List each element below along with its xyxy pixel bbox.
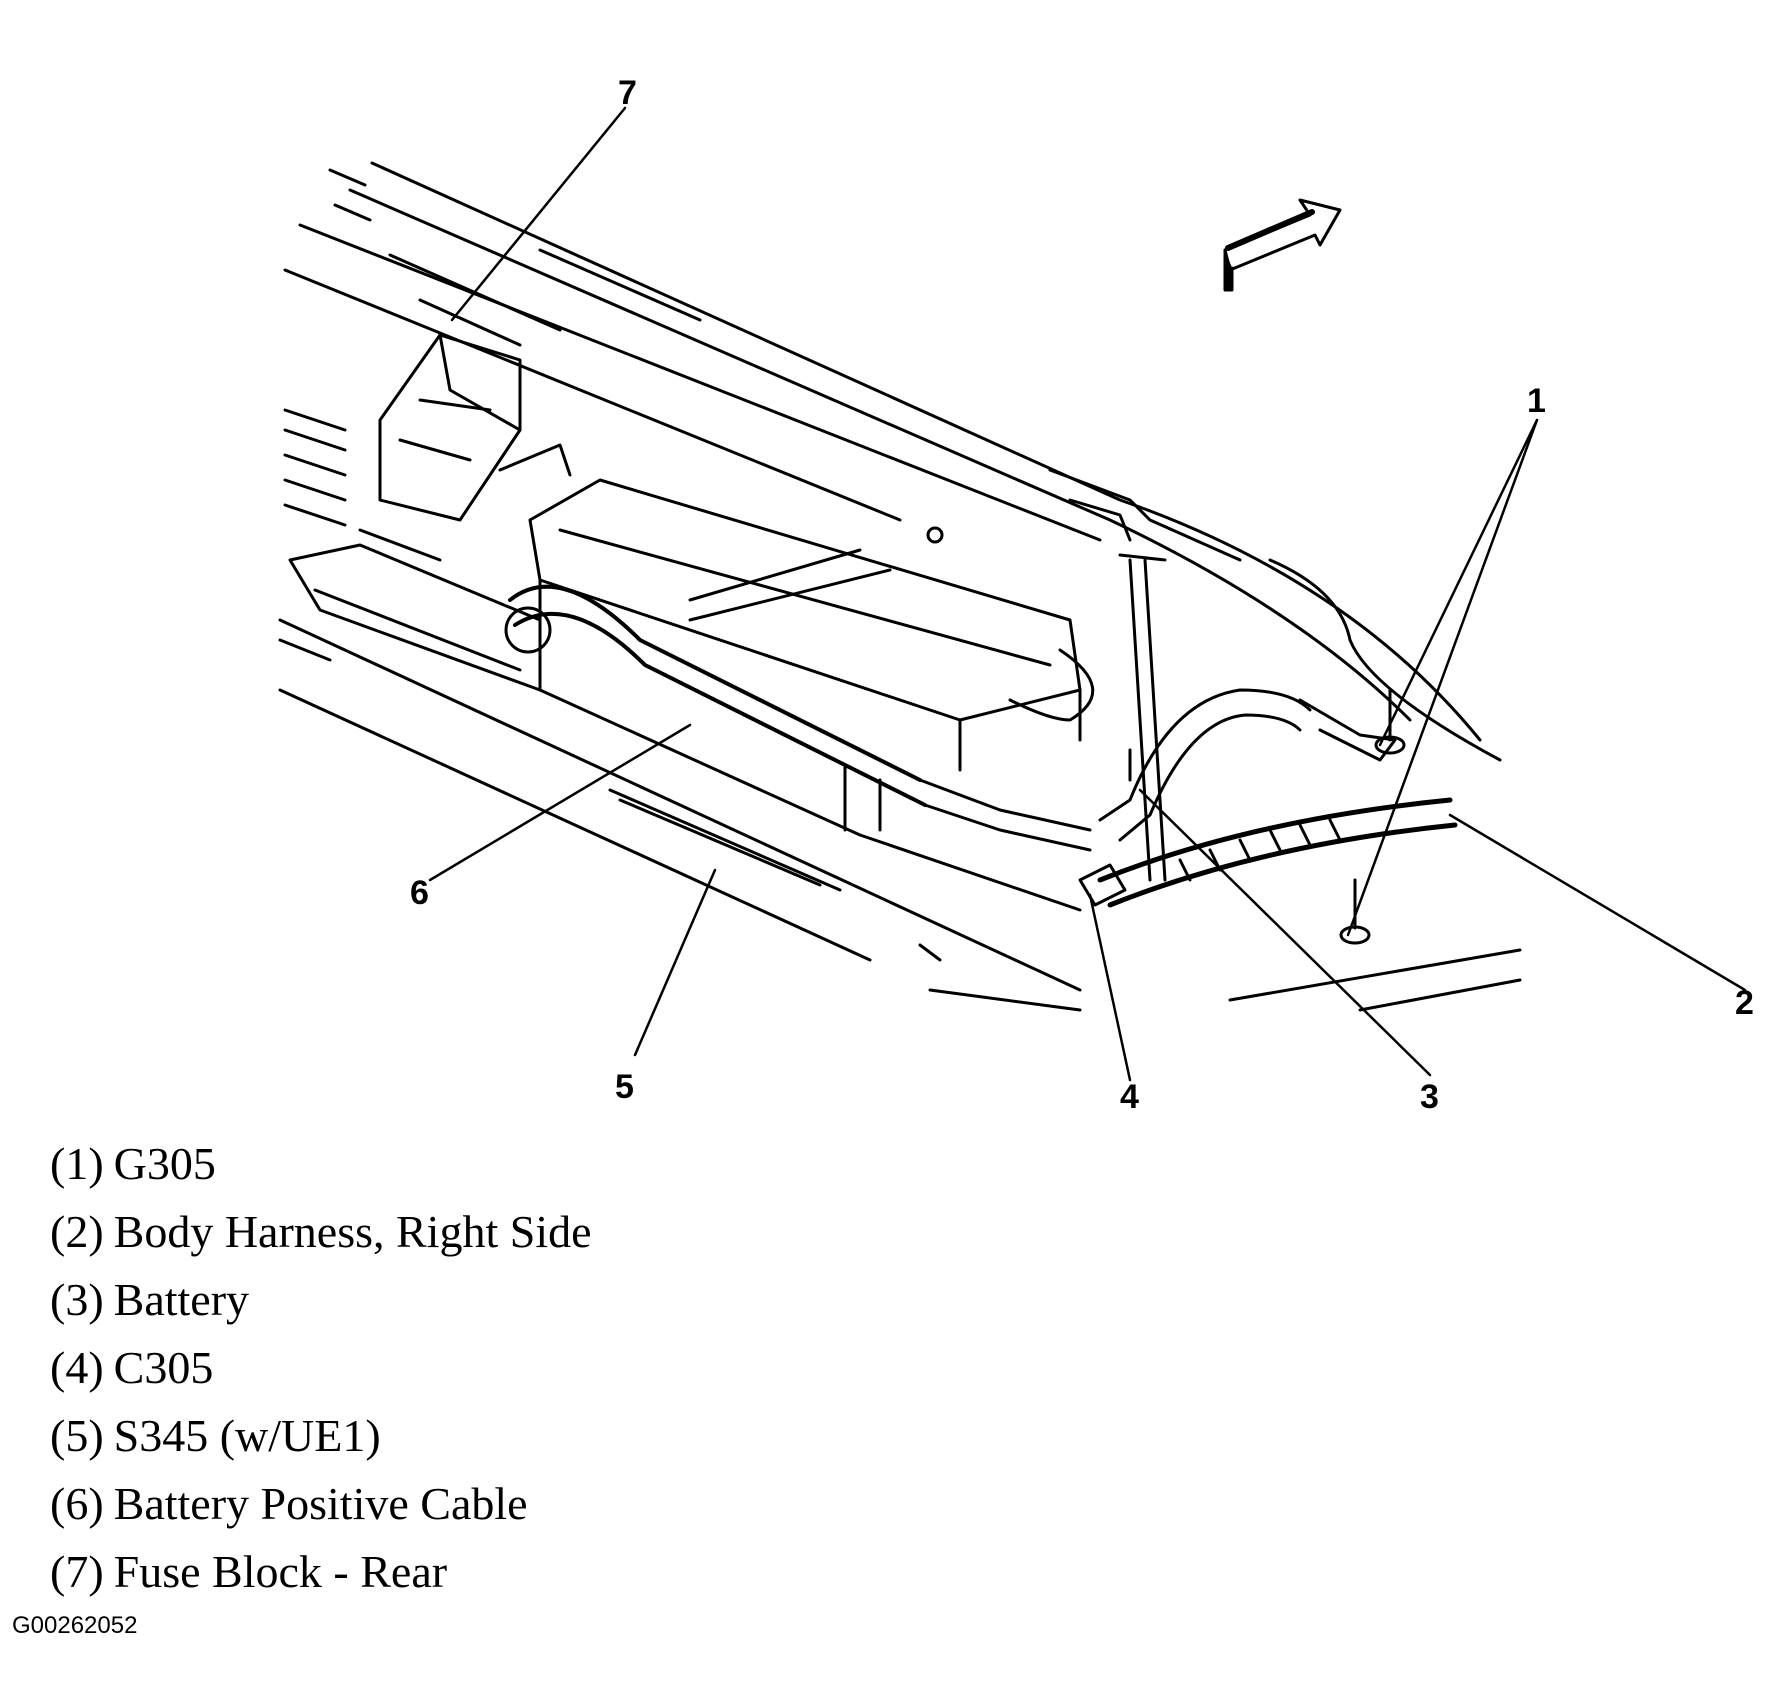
callout-labels: 1 2 3 4 5 6 7 — [410, 74, 1754, 1110]
callout-7: 7 — [618, 74, 637, 112]
legend-text: G305 — [113, 1138, 216, 1189]
callout-6: 6 — [410, 874, 429, 912]
legend-number: (6) — [50, 1478, 104, 1529]
hold-down-strap — [1118, 553, 1167, 882]
forward-arrow-icon — [1223, 198, 1342, 292]
legend-item: (2)Body Harness, Right Side — [50, 1198, 592, 1266]
leader-3 — [1138, 788, 1432, 1077]
legend-text: Fuse Block - Rear — [113, 1546, 448, 1597]
callout-2: 2 — [1735, 984, 1754, 1022]
legend-text: Body Harness, Right Side — [113, 1206, 592, 1257]
legend-item: (5)S345 (w/UE1) — [50, 1402, 592, 1470]
ground-cable — [1008, 648, 1397, 842]
legend-number: (7) — [50, 1546, 104, 1597]
legend-number: (3) — [50, 1274, 104, 1325]
leader-5 — [633, 868, 717, 1057]
leader-7 — [450, 106, 627, 322]
callout-3: 3 — [1420, 1078, 1439, 1110]
legend-number: (4) — [50, 1342, 104, 1393]
wiring-diagram: 1 2 3 4 5 6 7 — [278, 74, 1754, 1110]
leader-2 — [1448, 813, 1747, 992]
leader-1a — [1378, 418, 1539, 747]
legend-text: S345 (w/UE1) — [113, 1410, 381, 1461]
battery-body — [528, 478, 1082, 832]
callout-4: 4 — [1120, 1078, 1139, 1110]
battery-positive-cable — [504, 584, 1092, 852]
legend-number: (5) — [50, 1410, 104, 1461]
legend-item: (4)C305 — [50, 1334, 592, 1402]
callout-5: 5 — [615, 1068, 634, 1106]
legend-item: (3)Battery — [50, 1266, 592, 1334]
legend-item: (1)G305 — [50, 1130, 592, 1198]
leader-1b — [1346, 418, 1539, 937]
body-harness-right — [1097, 797, 1458, 908]
fuse-block-rear — [358, 333, 572, 562]
legend-text: C305 — [113, 1342, 214, 1393]
parts-legend: (1)G305 (2)Body Harness, Right Side (3)B… — [50, 1130, 592, 1606]
legend-text: Battery — [113, 1274, 250, 1325]
trim-strips — [283, 408, 347, 527]
leader-6 — [428, 723, 692, 882]
legend-number: (2) — [50, 1206, 104, 1257]
callout-1: 1 — [1527, 382, 1546, 420]
battery-tray — [288, 543, 1082, 962]
body-panel-lines — [278, 161, 1522, 1012]
leader-4 — [1088, 893, 1132, 1082]
legend-number: (1) — [50, 1138, 104, 1189]
legend-text: Battery Positive Cable — [113, 1478, 528, 1529]
ground-g305-studs — [1339, 688, 1406, 945]
figure-id: G00262052 — [12, 1612, 138, 1639]
legend-item: (6)Battery Positive Cable — [50, 1470, 592, 1538]
legend-item: (7)Fuse Block - Rear — [50, 1538, 592, 1606]
leader-lines — [428, 106, 1747, 1082]
